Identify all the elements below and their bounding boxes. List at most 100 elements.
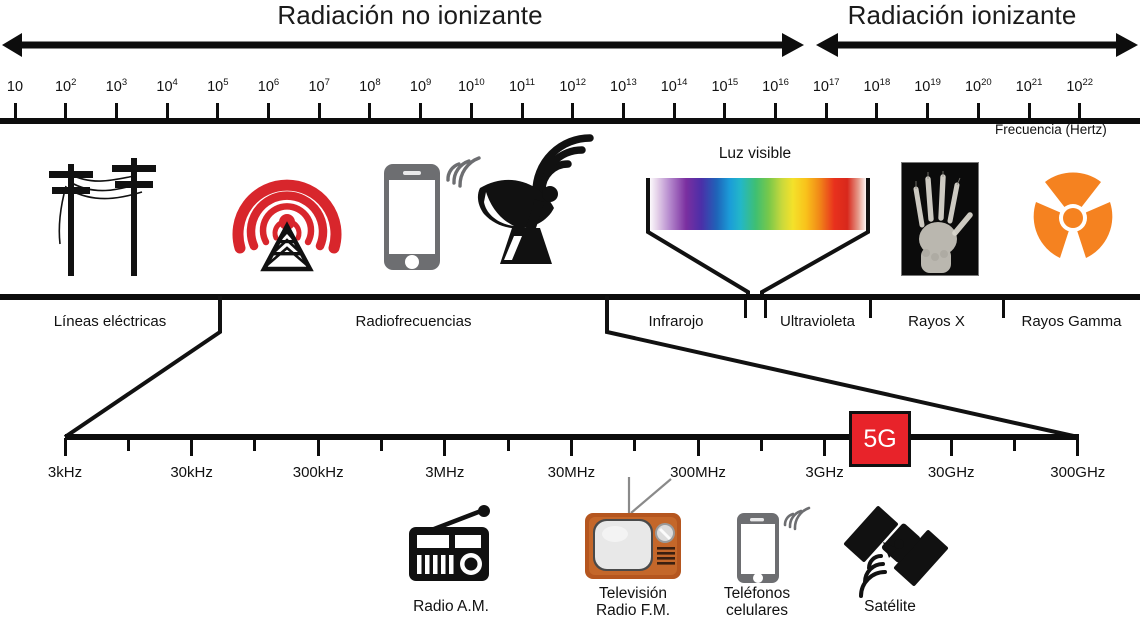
5g-highlight-badge[interactable]: 5G	[849, 411, 911, 467]
frequency-tick-label: 107	[308, 77, 330, 95]
frequency-tick-mark	[571, 103, 575, 120]
zoom-tick-label: 30MHz	[547, 464, 596, 481]
frequency-tick-label: 1017	[812, 77, 840, 95]
zoom-tick-label: 3kHz	[47, 464, 83, 481]
visible-light-label: Luz visible	[718, 145, 792, 162]
frequency-tick-mark	[469, 103, 473, 120]
zoom-tick-mark-minor	[380, 438, 383, 451]
frequency-tick-label: 1014	[660, 77, 688, 95]
frequency-tick-mark	[774, 103, 777, 120]
frequency-tick-mark	[1027, 103, 1031, 120]
zone-title-no-ionizante: Radiación no ionizante	[277, 0, 543, 30]
frequency-tick-mark	[64, 103, 68, 120]
frequency-tick-mark	[824, 103, 828, 120]
frequency-tick-mark	[317, 103, 321, 120]
frequency-tick-label: 1018	[863, 77, 891, 95]
zoom-tick-mark-minor	[126, 438, 130, 451]
frequency-tick-mark	[520, 103, 524, 120]
frequency-tick-label: 103	[105, 77, 128, 95]
satellite-dish-icon	[468, 134, 594, 274]
frequency-tick-label: 109	[409, 77, 432, 95]
frequency-tick-mark	[13, 103, 17, 120]
zoom-icon-caption-satellite: Satélite	[800, 598, 980, 615]
zoom-tick-label: 30GHz	[927, 464, 975, 481]
band-axis-line	[0, 294, 1140, 300]
frequency-tick-mark	[114, 103, 118, 120]
zoom-tick-mark-minor	[253, 438, 257, 451]
zoom-tick-mark	[823, 438, 827, 456]
frequency-tick-mark	[621, 103, 625, 120]
frequency-tick-mark	[216, 103, 220, 120]
caption-line: celulares	[725, 602, 789, 620]
zoom-tick-mark	[949, 438, 953, 456]
zoom-tick-mark-minor	[506, 438, 510, 451]
frequency-tick-label: 106	[257, 77, 280, 95]
frequency-tick-mark	[875, 103, 879, 120]
power-lines-icon	[30, 146, 165, 281]
band-divider-tick	[868, 299, 872, 318]
mobile-phone-icon	[378, 152, 488, 274]
caption-line: Radio F.M.	[595, 602, 671, 620]
zoom-callout-lines	[0, 294, 1140, 444]
caption-line: Televisión	[598, 585, 668, 602]
zoom-tick-label: 300GHz	[1050, 464, 1106, 481]
frequency-tick-label: 1019	[914, 77, 941, 95]
mobile-phone-icon	[733, 505, 813, 585]
frequency-axis-line	[0, 118, 1140, 124]
radio-icon	[405, 505, 497, 583]
zoom-tick-mark	[63, 438, 67, 456]
zoom-tick-label: 300MHz	[670, 464, 726, 481]
band-label-rayos-x: Rayos X	[908, 313, 965, 330]
caption-line: Teléfonos	[723, 585, 791, 602]
frequency-tick-label: 1010	[457, 77, 485, 95]
zoom-tick-mark	[1076, 438, 1080, 456]
frequency-tick-label: 105	[207, 77, 229, 95]
frequency-tick-label: 1021	[1015, 77, 1043, 95]
frequency-tick-mark	[976, 103, 980, 120]
caption-line: Satélite	[864, 598, 916, 615]
frequency-tick-mark	[267, 103, 270, 120]
frequency-tick-label: 1020	[964, 77, 992, 95]
radio-tower-icon	[228, 148, 346, 272]
zone-arrow-no-ionizante	[0, 28, 806, 62]
frequency-tick-mark	[419, 103, 423, 120]
frequency-tick-mark	[723, 103, 727, 120]
frequency-tick-label: 1016	[762, 77, 789, 95]
band-label-rayos-gamma: Rayos Gamma	[1021, 313, 1122, 330]
frequency-tick-label: 108	[359, 77, 381, 95]
band-label-radiofrecuencias: Radiofrecuencias	[355, 313, 472, 330]
band-label-lineas-electricas: Líneas eléctricas	[53, 313, 167, 330]
zoom-tick-mark-minor	[633, 438, 637, 451]
zoom-tick-mark	[190, 438, 194, 456]
frequency-tick-label: 1015	[711, 77, 739, 95]
radiation-trefoil-icon	[1027, 172, 1119, 264]
zoom-tick-mark	[443, 438, 447, 456]
frequency-tick-label: 102	[54, 77, 77, 95]
frequency-tick-mark	[1078, 103, 1082, 120]
band-label-infrarojo: Infrarojo	[648, 313, 704, 330]
frequency-tick-label: 1012	[559, 77, 587, 95]
television-icon	[575, 477, 691, 585]
band-label-ultravioleta: Ultravioleta	[779, 313, 856, 330]
satellite-icon	[844, 498, 949, 598]
zoom-tick-mark	[696, 438, 700, 456]
zoom-tick-label: 3MHz	[425, 464, 465, 481]
zoom-axis-line	[65, 434, 1079, 440]
frequency-tick-label: 1013	[610, 77, 637, 95]
xray-hand-icon	[901, 162, 979, 276]
frequency-tick-mark	[368, 103, 372, 120]
zoom-tick-mark-minor	[1013, 438, 1016, 451]
frequency-tick-mark	[926, 103, 930, 120]
band-divider-tick	[1001, 299, 1005, 318]
zoom-tick-label: 3GHz	[805, 464, 844, 481]
frequency-tick-label: 10	[6, 79, 24, 95]
frequency-axis-caption: Frecuencia (Hertz)	[995, 122, 1107, 137]
band-divider-tick	[763, 299, 767, 318]
zoom-tick-mark-minor	[759, 438, 763, 451]
frequency-tick-mark	[165, 103, 169, 120]
zoom-tick-label: 300kHz	[292, 464, 344, 481]
zone-arrow-ionizante	[814, 28, 1140, 62]
